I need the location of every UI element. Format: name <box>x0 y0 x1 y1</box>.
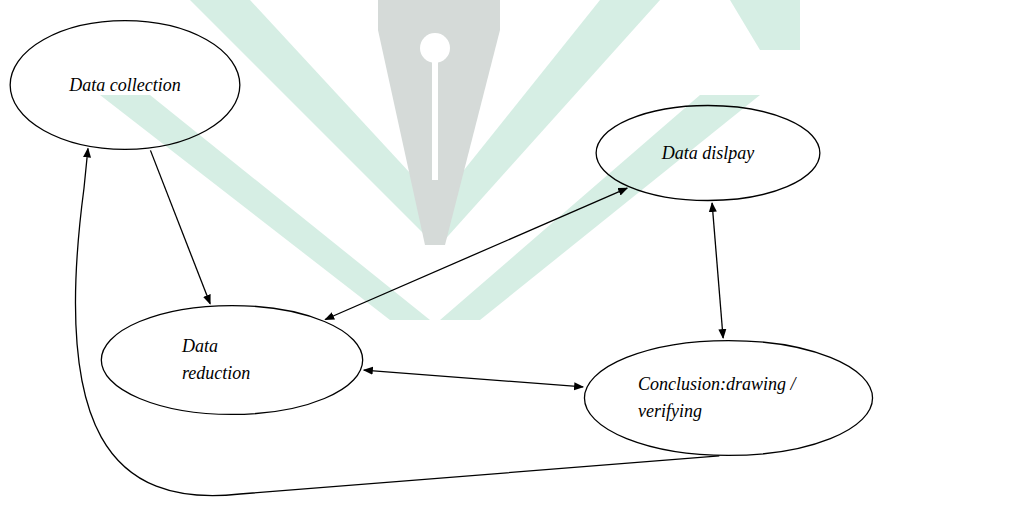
arrow-connector <box>325 188 627 319</box>
ellipse-node: Data dislpay <box>595 105 821 201</box>
node-text-group: Data reduction <box>182 333 282 387</box>
ellipse-outline <box>100 305 364 415</box>
node-label: Data reduction <box>182 333 282 387</box>
node-label: Data collection <box>69 72 180 99</box>
node-label: Data dislpay <box>662 140 755 167</box>
node-text-group: Data collection <box>69 72 180 99</box>
ellipse-outline <box>583 340 874 456</box>
arrow-connector <box>150 150 210 303</box>
arrow-connector <box>75 149 719 496</box>
arrow-connector <box>712 203 723 338</box>
node-text-group: Data dislpay <box>662 140 755 167</box>
ellipse-node: Data collection <box>9 20 241 150</box>
node-text-group: Conclusion:drawing / verifying <box>638 371 818 425</box>
node-label: Conclusion:drawing / verifying <box>638 371 818 425</box>
ellipse-node: Data reduction <box>100 305 364 415</box>
arrow-connector <box>364 370 583 387</box>
ellipse-node: Conclusion:drawing / verifying <box>583 340 874 456</box>
